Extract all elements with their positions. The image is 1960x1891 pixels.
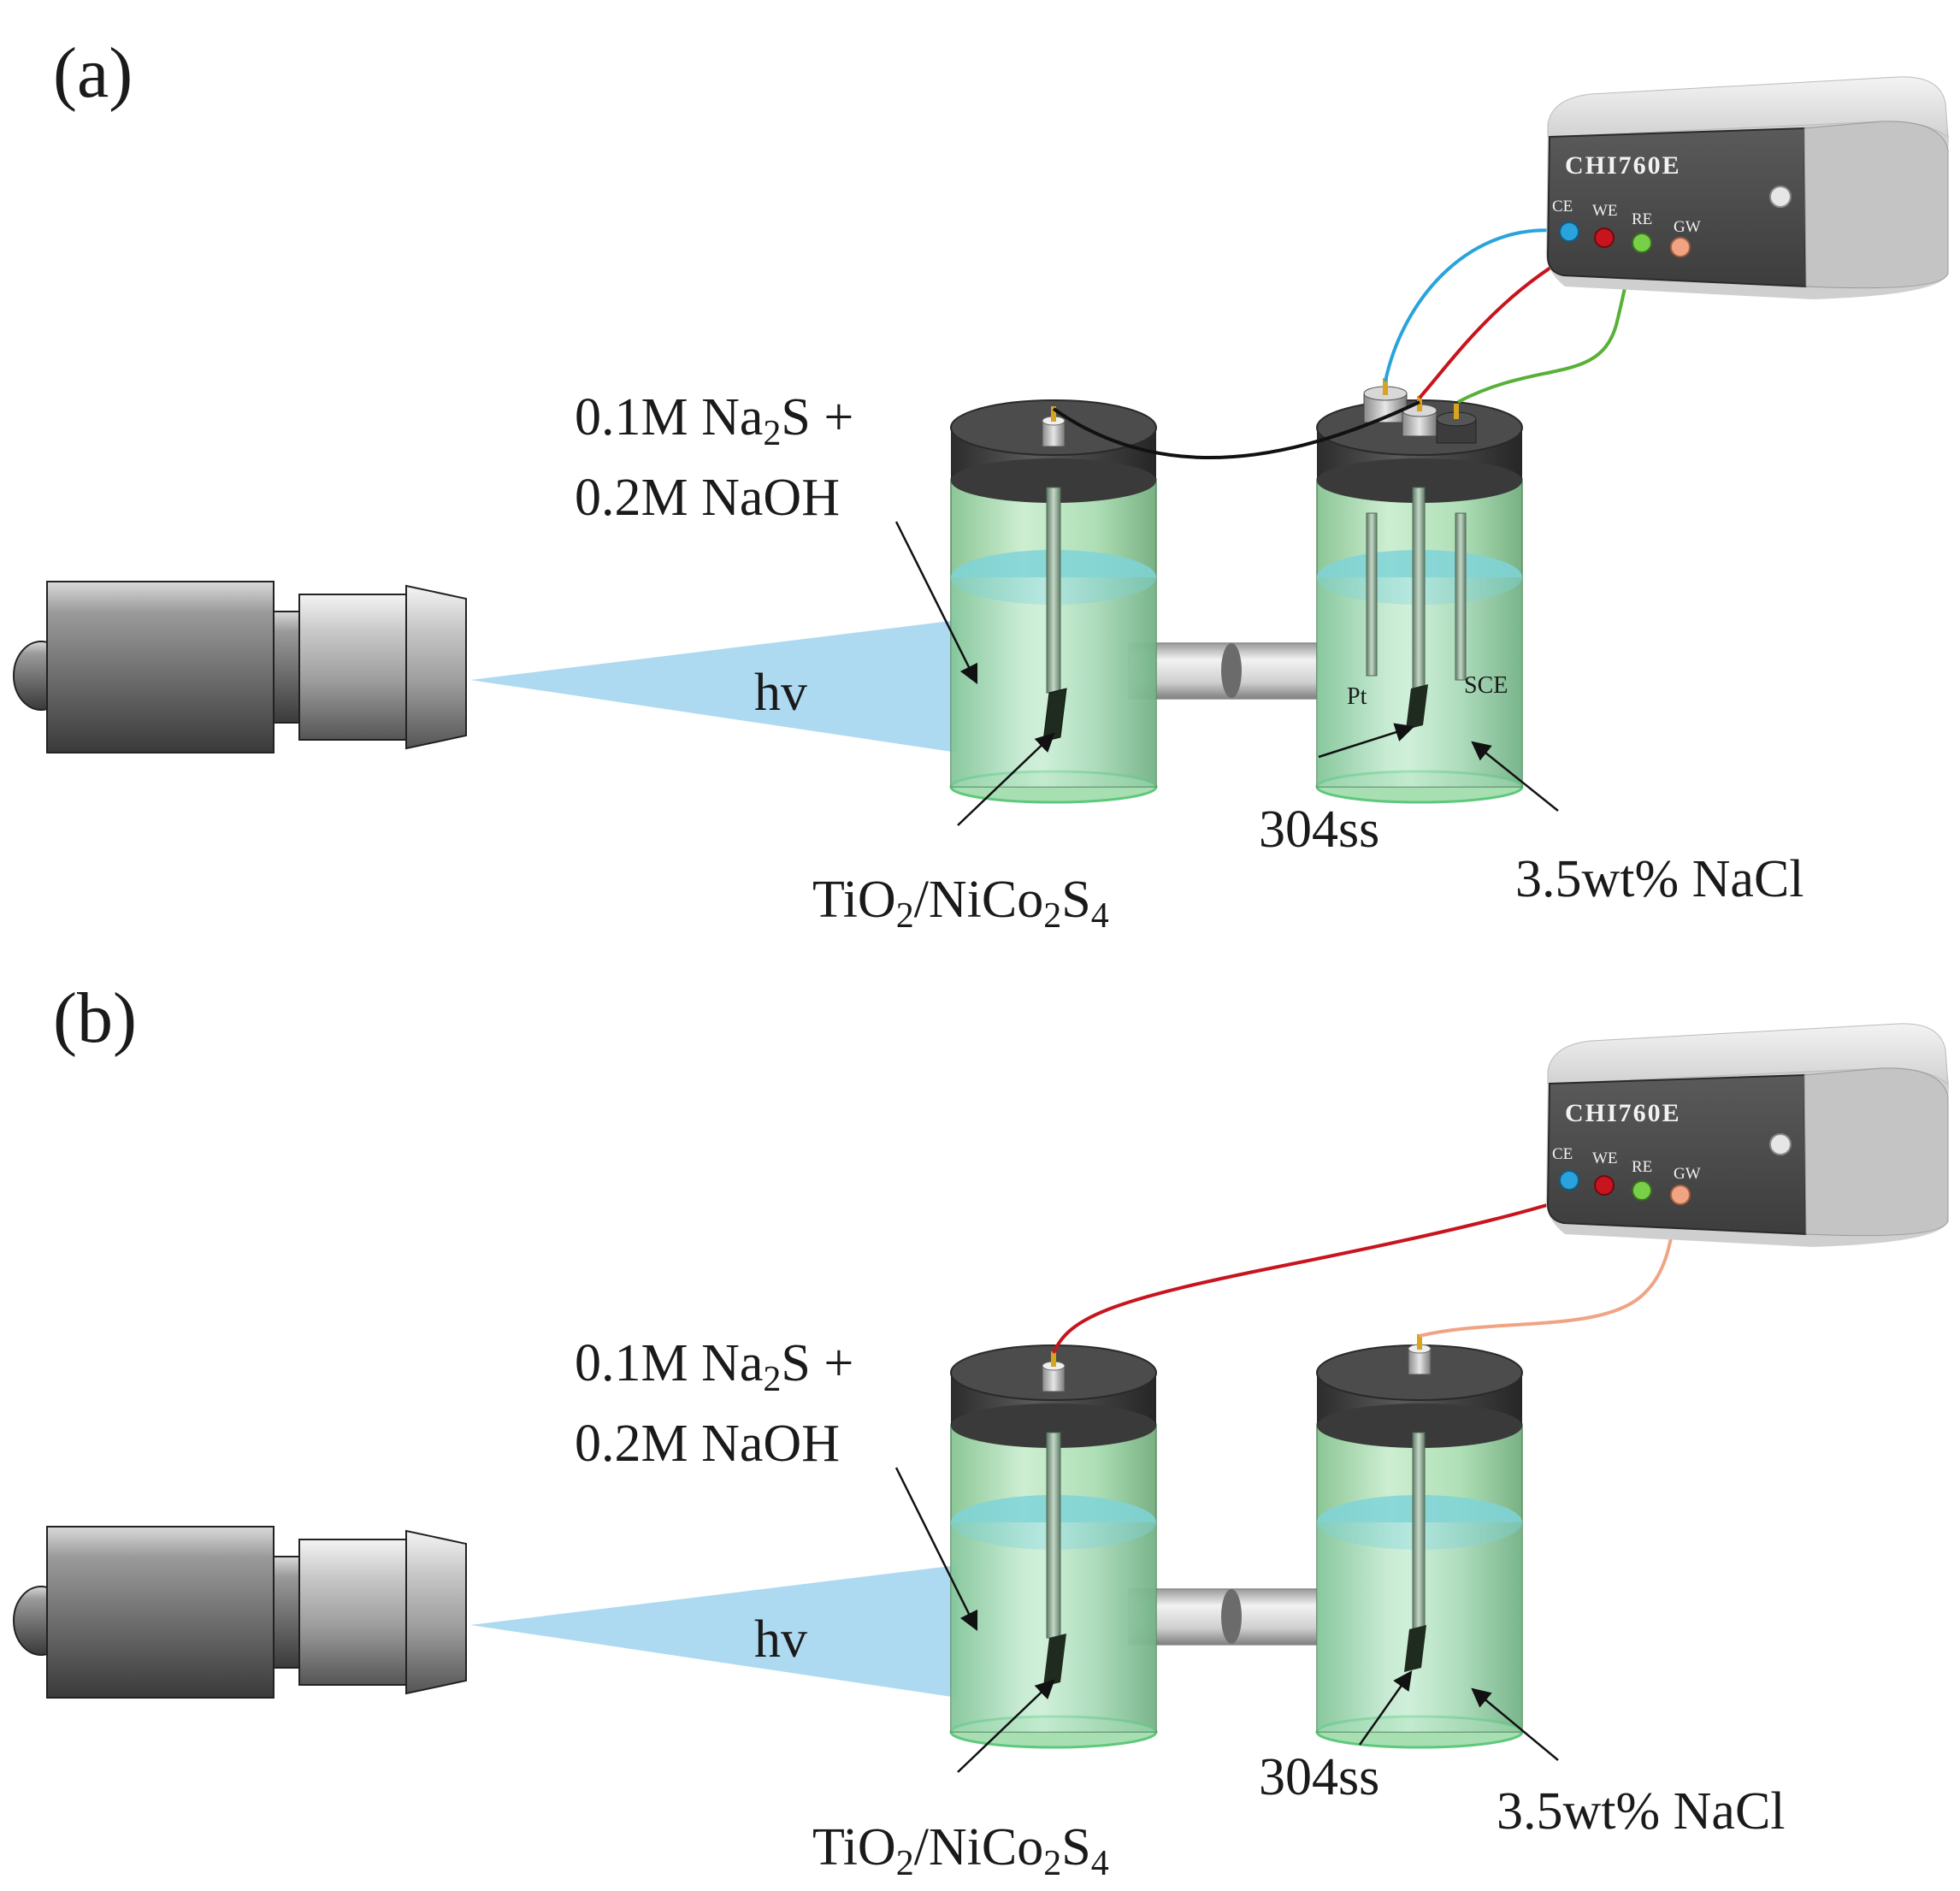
electrochemical-workstation-b: CHI760E CE WE RE GW — [1545, 1023, 1949, 1247]
pt-electrode-label: Pt — [1347, 683, 1367, 710]
photoanode-cell-b — [949, 1344, 1158, 1749]
photoanode-label: TiO2/NiCo2S4 — [812, 871, 1109, 936]
nacl-label-b: 3.5wt% NaCl — [1497, 1782, 1786, 1841]
steel-label-b: 304ss — [1259, 1748, 1379, 1806]
port-ce-b — [1559, 1170, 1579, 1191]
port-we-b — [1594, 1175, 1615, 1196]
arrow-steel — [1318, 723, 1415, 759]
port-re-b — [1632, 1180, 1652, 1201]
port-we — [1594, 228, 1615, 248]
arrow-nacl — [1471, 741, 1559, 812]
wire-we-red-b — [1052, 1184, 1605, 1354]
salt-bridge-tube — [1128, 642, 1318, 700]
wire-ce-blue — [1384, 228, 1567, 382]
device-name-label-b: CHI760E — [1565, 1099, 1681, 1127]
electrolyte-label-line2-b: 0.2M NaOH — [575, 1415, 840, 1473]
sce-electrode-label: SCE — [1464, 672, 1508, 699]
arrow-steel-b — [1358, 1670, 1413, 1746]
salt-bridge-tube-b — [1128, 1588, 1318, 1646]
port-label-re: RE — [1632, 210, 1652, 228]
panel-b: (b) — [13, 978, 1949, 1883]
port-re — [1632, 233, 1652, 253]
port-label-ce: CE — [1552, 198, 1573, 216]
light-beam-b — [470, 1565, 958, 1698]
wire-photoanode-to-steel — [1052, 400, 1420, 459]
arrow-electrolyte — [894, 521, 978, 685]
electrolyte-label-line1: 0.1M Na2S + — [575, 388, 853, 453]
arrow-photoanode-b — [957, 1679, 1055, 1773]
port-gw — [1670, 237, 1691, 257]
corrosion-cell-b — [1315, 1334, 1524, 1749]
light-beam — [470, 620, 958, 753]
port-label-we: WE — [1592, 202, 1618, 220]
corrosion-cell — [1315, 378, 1524, 804]
port-label-ce-b: CE — [1552, 1145, 1573, 1163]
steel-label: 304ss — [1259, 801, 1379, 859]
port-label-gw-b: GW — [1674, 1165, 1701, 1183]
panel-label-b: (b) — [53, 978, 137, 1058]
light-source-lamp-b — [13, 1526, 467, 1699]
port-label-we-b: WE — [1592, 1149, 1618, 1167]
arrow-photoanode — [957, 732, 1055, 826]
panel-label-a: (a) — [53, 33, 133, 113]
photoanode-label-b: TiO2/NiCo2S4 — [812, 1818, 1109, 1883]
light-label-b: hv — [754, 1610, 807, 1669]
electrolyte-label-line2: 0.2M NaOH — [575, 469, 840, 527]
port-label-gw: GW — [1674, 218, 1701, 236]
arrow-nacl-b — [1471, 1687, 1559, 1761]
arrow-electrolyte-b — [894, 1467, 978, 1632]
electrochemical-workstation: CHI760E CE WE RE GW — [1545, 76, 1949, 299]
panel-a: (a) — [13, 33, 1949, 936]
light-source-lamp — [13, 581, 467, 753]
electrolyte-label-line1-b: 0.1M Na2S + — [575, 1334, 853, 1399]
light-label: hv — [754, 664, 807, 722]
port-gw-b — [1670, 1185, 1691, 1205]
device-name-label: CHI760E — [1565, 151, 1681, 180]
port-label-re-b: RE — [1632, 1158, 1652, 1176]
port-ce — [1559, 222, 1579, 242]
photoanode-cell — [949, 399, 1158, 804]
nacl-label: 3.5wt% NaCl — [1515, 850, 1804, 908]
